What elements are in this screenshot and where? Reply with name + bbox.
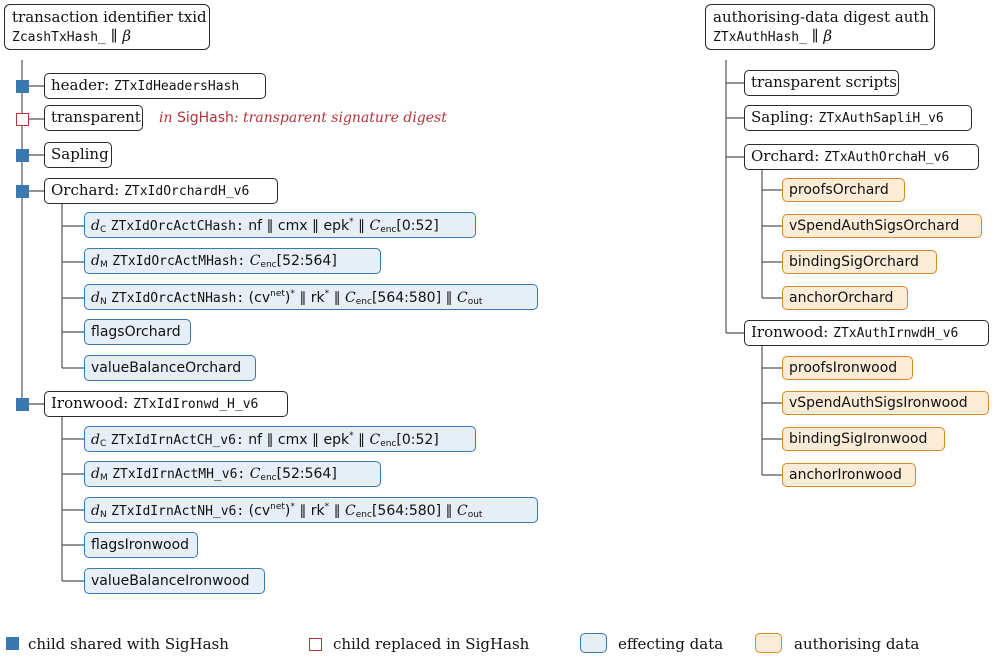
legend-replaced-swatch bbox=[309, 638, 322, 651]
binding-sig-ironwood-node: bindingSigIronwood bbox=[782, 427, 945, 451]
ironwood-noncompact-digest: dN ZTxIdIrnActNH_v6: (cvnet)* ∥ rk* ∥ Ce… bbox=[84, 497, 538, 523]
shared-marker bbox=[16, 80, 29, 93]
legend-replaced-label: child replaced in SigHash bbox=[333, 635, 530, 653]
orchard-node: Orchard: ZTxIdOrchardH_v6 bbox=[44, 178, 278, 204]
flags-orchard-node: flagsOrchard bbox=[84, 319, 191, 345]
legend-authorising-swatch bbox=[755, 633, 782, 653]
auth-sapling-node: Sapling: ZTxAuthSapliH_v6 bbox=[744, 105, 972, 131]
legend-effecting-label: effecting data bbox=[618, 635, 724, 653]
anchor-ironwood-node: anchorIronwood bbox=[782, 463, 916, 487]
txid-root-title: transaction identifier txid bbox=[12, 8, 207, 26]
proofs-ironwood-node: proofsIronwood bbox=[782, 356, 913, 380]
flags-ironwood-node: flagsIronwood bbox=[84, 532, 198, 558]
auth-root-node: authorising-data digest auth ZTxAuthHash… bbox=[705, 4, 935, 50]
shared-marker bbox=[16, 185, 29, 198]
txid-root-node: transaction identifier txid ZcashTxHash_… bbox=[4, 4, 210, 50]
auth-orchard-node: Orchard: ZTxAuthOrchaH_v6 bbox=[744, 144, 979, 170]
ironwood-node: Ironwood: ZTxIdIronwd_H_v6 bbox=[44, 391, 288, 417]
value-balance-ironwood-node: valueBalanceIronwood bbox=[84, 568, 265, 594]
auth-root-hash: ZTxAuthHash_ ∥ β bbox=[713, 27, 833, 45]
auth-root-title: authorising-data digest auth bbox=[713, 8, 930, 26]
value-balance-orchard-node: valueBalanceOrchard bbox=[84, 355, 256, 381]
header-node: header: ZTxIdHeadersHash bbox=[44, 73, 266, 99]
shared-marker bbox=[16, 398, 29, 411]
ironwood-memo-digest: dM ZTxIdIrnActMH_v6: Cenc[52:564] bbox=[84, 461, 381, 487]
sapling-node: Sapling bbox=[44, 142, 112, 168]
transparent-sighash-note: in SigHash: transparent signature digest bbox=[159, 110, 447, 126]
replaced-marker bbox=[16, 113, 29, 126]
auth-ironwood-node: Ironwood: ZTxAuthIrnwdH_v6 bbox=[744, 320, 989, 346]
shared-marker bbox=[16, 149, 29, 162]
anchor-orchard-node: anchorOrchard bbox=[782, 286, 908, 310]
legend-authorising-label: authorising data bbox=[794, 635, 920, 653]
legend-shared-label: child shared with SigHash bbox=[28, 635, 229, 653]
vspend-auth-sigs-orchard-node: vSpendAuthSigsOrchard bbox=[782, 214, 982, 238]
transparent-scripts-node: transparent scripts bbox=[744, 70, 899, 96]
legend-effecting-swatch bbox=[580, 633, 607, 653]
orchard-compact-digest: dC ZTxIdOrcActCHash: nf ∥ cmx ∥ epk* ∥ C… bbox=[84, 212, 476, 238]
txid-root-hash: ZcashTxHash_ ∥ β bbox=[12, 27, 132, 45]
proofs-orchard-node: proofsOrchard bbox=[782, 178, 905, 202]
vspend-auth-sigs-ironwood-node: vSpendAuthSigsIronwood bbox=[782, 391, 989, 415]
orchard-noncompact-digest: dN ZTxIdOrcActNHash: (cvnet)* ∥ rk* ∥ Ce… bbox=[84, 284, 538, 310]
orchard-memo-digest: dM ZTxIdOrcActMHash: Cenc[52:564] bbox=[84, 248, 381, 274]
ironwood-compact-digest: dC ZTxIdIrnActCH_v6: nf ∥ cmx ∥ epk* ∥ C… bbox=[84, 426, 476, 452]
binding-sig-orchard-node: bindingSigOrchard bbox=[782, 250, 937, 274]
legend-shared-swatch bbox=[6, 637, 19, 650]
transparent-node: transparent bbox=[44, 105, 143, 131]
